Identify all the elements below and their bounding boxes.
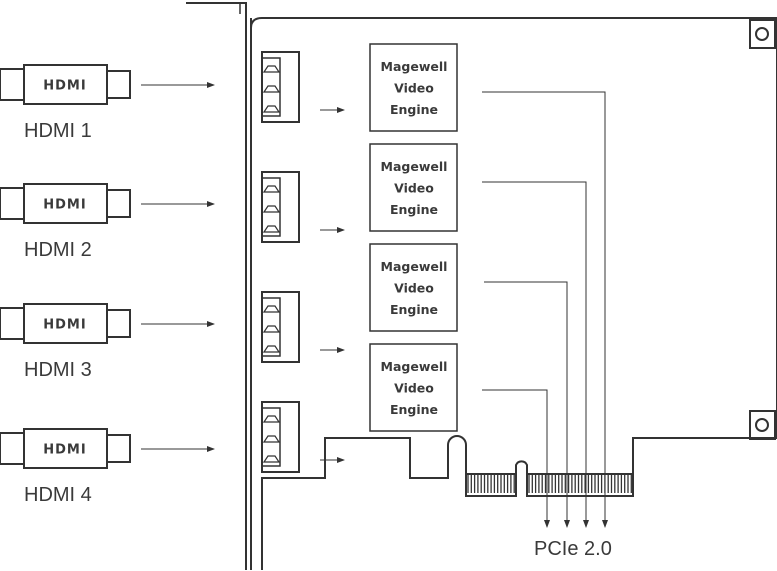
hdmi-logo: HDMI — [43, 79, 86, 94]
circuit-board — [250, 17, 777, 570]
input-label: HDMI 2 — [24, 239, 92, 261]
hdmi-input-1: HDMI HDMI 1 — [0, 51, 345, 142]
engine-label-line2: Video — [394, 181, 434, 196]
mounting-hole-bottom — [749, 410, 776, 440]
hdmi-cable-icon: HDMI — [0, 303, 131, 344]
input-label: HDMI 1 — [24, 120, 92, 142]
trace-engine-3 — [484, 281, 570, 528]
hdmi-cable-icon: HDMI — [0, 428, 131, 469]
hdmi-cable-icon: HDMI — [0, 64, 131, 105]
video-engines: MagewellVideoEngineMagewellVideoEngineMa… — [369, 43, 458, 432]
engine-label-line1: Magewell — [381, 259, 448, 274]
engine-label-line2: Video — [394, 281, 434, 296]
trace-engine-1 — [482, 91, 608, 528]
engine-label-line2: Video — [394, 381, 434, 396]
hdmi-port-icon — [261, 401, 300, 473]
hdmi-logo: HDMI — [43, 198, 86, 213]
hdmi-cable-icon: HDMI — [0, 183, 131, 224]
engine-label-line3: Engine — [390, 302, 438, 317]
mounting-bracket — [186, 2, 252, 570]
engine-label-line3: Engine — [390, 102, 438, 117]
hdmi-port-icon — [261, 291, 300, 363]
input-label: HDMI 4 — [24, 484, 92, 506]
hdmi-logo: HDMI — [43, 443, 86, 458]
trace-engine-2 — [482, 181, 589, 528]
hdmi-input-2: HDMI HDMI 2 — [0, 171, 345, 261]
engine-label-line3: Engine — [390, 202, 438, 217]
hdmi-input-4: HDMI HDMI 4 — [0, 401, 345, 506]
engine-label-line1: Magewell — [381, 159, 448, 174]
trace-engine-4 — [482, 389, 550, 528]
hdmi-inputs: HDMI HDMI 1 HDMI HDMI 2 HDMI HDMI 3 HDMI HDMI 4 — [0, 51, 345, 506]
hdmi-port-icon — [261, 171, 300, 243]
pcie-label: PCIe 2.0 — [534, 538, 612, 560]
engine-label-line3: Engine — [390, 402, 438, 417]
hdmi-logo: HDMI — [43, 318, 86, 333]
engine-label-line1: Magewell — [381, 359, 448, 374]
mounting-hole-top — [749, 19, 776, 49]
engine-label-line2: Video — [394, 81, 434, 96]
input-label: HDMI 3 — [24, 359, 92, 381]
pcie-traces — [482, 91, 608, 528]
pcie-connector-fingers — [466, 473, 633, 493]
hdmi-port-icon — [261, 51, 300, 123]
engine-label-line1: Magewell — [381, 59, 448, 74]
hdmi-input-3: HDMI HDMI 3 — [0, 291, 345, 381]
